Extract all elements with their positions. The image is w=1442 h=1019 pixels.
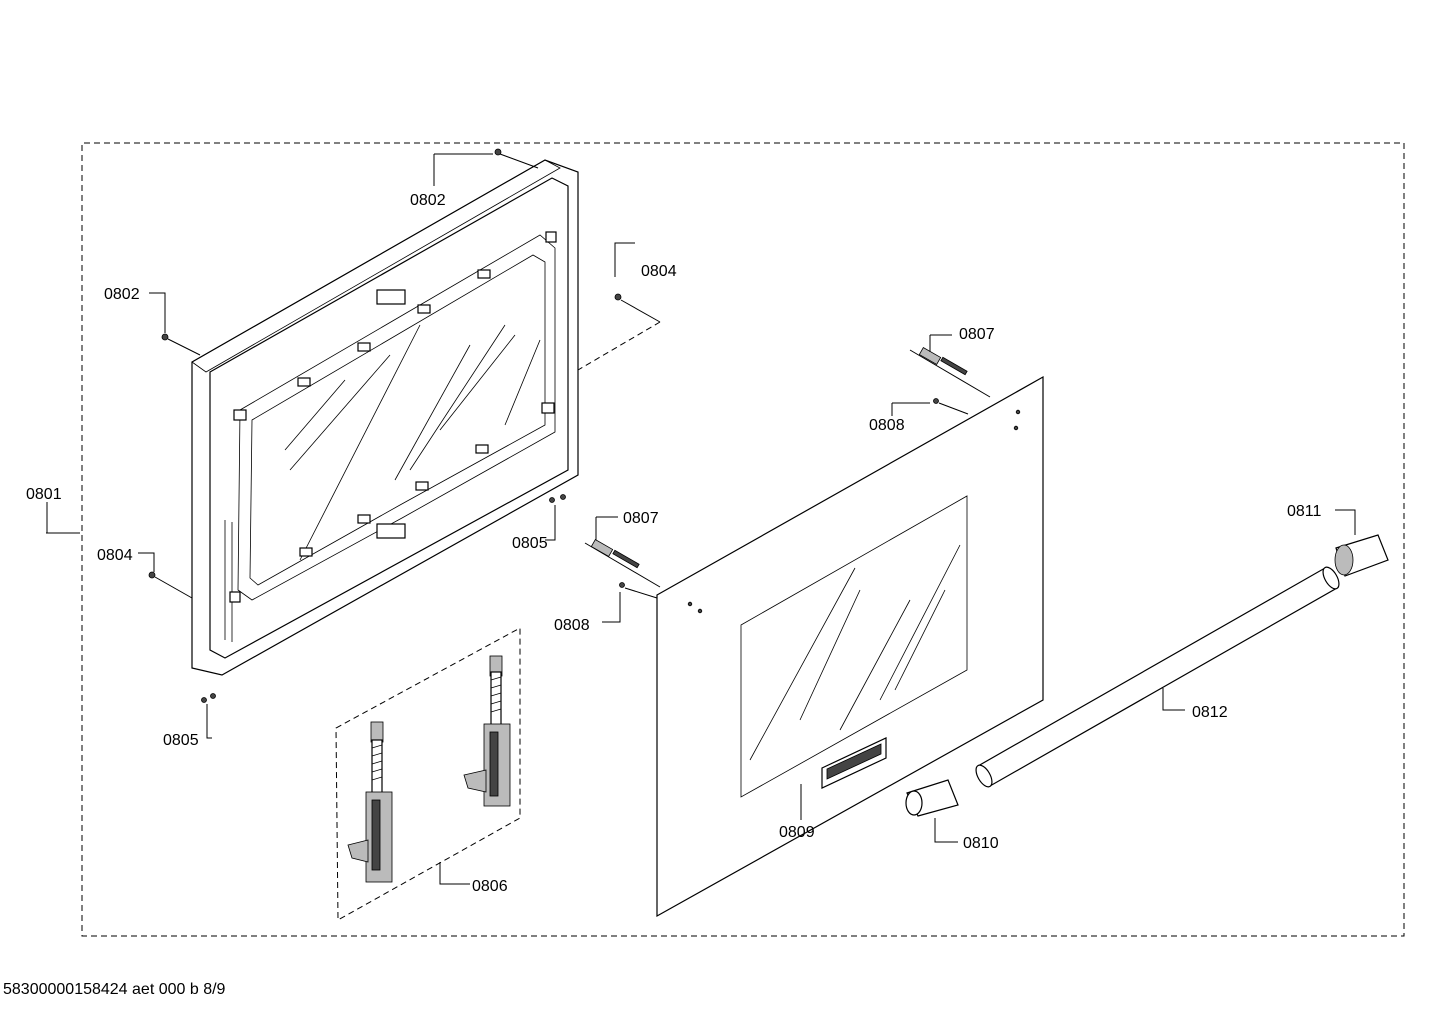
- callout-0807-upper: 0807: [959, 326, 995, 343]
- callout-0804-left: 0804: [97, 547, 133, 564]
- callout-0807-lower: 0807: [623, 510, 659, 527]
- handle-cap-0811: [1334, 534, 1389, 577]
- screws-bottom-right: [549, 494, 566, 503]
- hinge-right: [463, 655, 511, 807]
- callout-0806: 0806: [472, 878, 508, 895]
- callout-0805-right: 0805: [512, 535, 548, 552]
- callout-0812: 0812: [1192, 704, 1228, 721]
- pin-upper: [909, 346, 991, 398]
- callout-0804-right: 0804: [641, 263, 677, 280]
- handle-bar: [975, 566, 1340, 788]
- callout-0805-left: 0805: [163, 732, 199, 749]
- callout-0808-lower: 0808: [554, 617, 590, 634]
- callout-0811: 0811: [1287, 503, 1322, 520]
- document-code: 58300000158424 aet 000 b 8/9: [3, 981, 226, 998]
- callout-0810: 0810: [963, 835, 999, 852]
- handle-cap-0810: [905, 779, 959, 817]
- hinge-group-boundary: [335, 627, 521, 921]
- screw-lower-left: [148, 571, 193, 599]
- screw-left: [161, 333, 201, 356]
- screw-0808-lower: [619, 582, 658, 599]
- assembly-boundary: [81, 142, 1405, 937]
- screw-0808-upper: [933, 398, 969, 415]
- screws-bottom-left: [201, 693, 216, 703]
- pin-lower: [584, 538, 661, 588]
- callout-0809: 0809: [779, 824, 815, 841]
- outer-door-panel: [656, 375, 1044, 918]
- screw-top: [494, 148, 539, 169]
- leader-lines: [46, 153, 1356, 885]
- hinge-left: [347, 721, 393, 883]
- callout-0801: 0801: [26, 486, 62, 503]
- callout-0802-top: 0802: [410, 192, 446, 209]
- inner-door-frame: [191, 159, 579, 676]
- callout-0808-upper: 0808: [869, 417, 905, 434]
- callout-0802-left: 0802: [104, 286, 140, 303]
- screw-right: [577, 293, 661, 371]
